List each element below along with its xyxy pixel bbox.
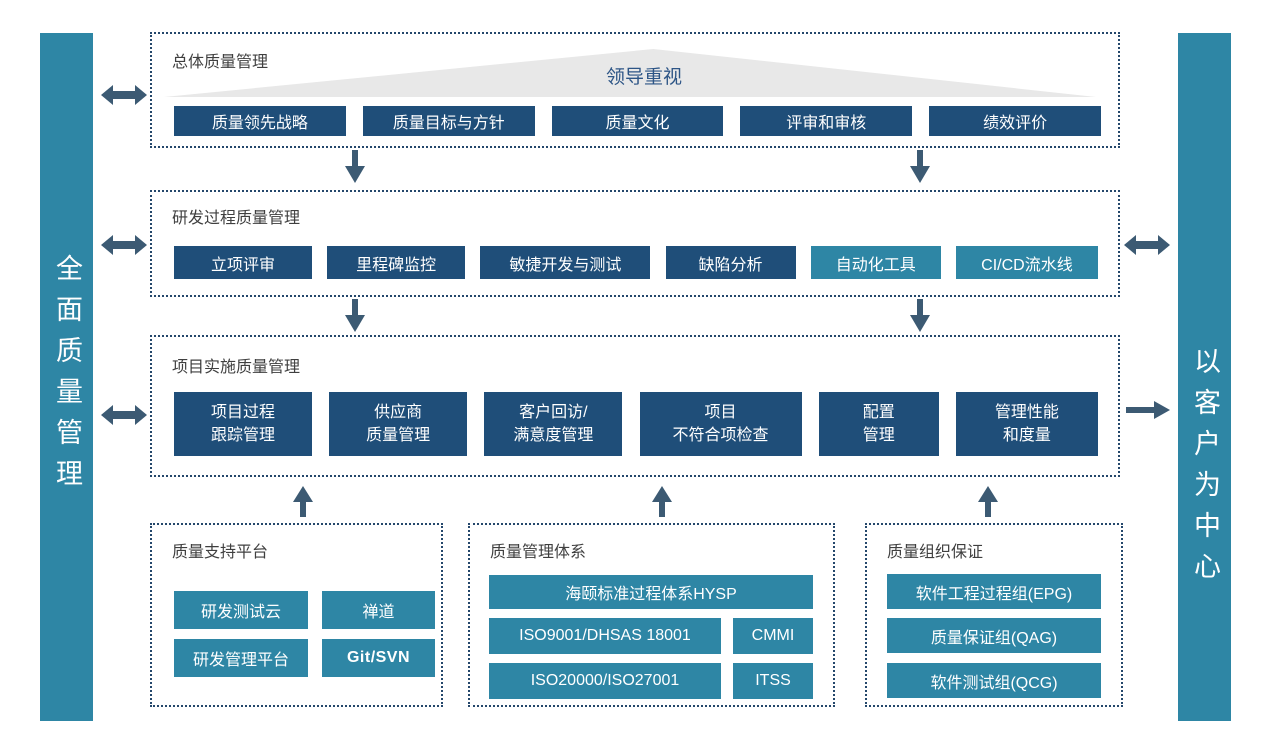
project-item-line: 不符合项检查 [672, 427, 769, 444]
project-item-line: 项目 [704, 404, 737, 421]
rnd-item: 里程碑监控 [327, 246, 466, 279]
project-item-line: 配置 [862, 404, 895, 421]
platform-item: 研发管理平台 [174, 639, 308, 677]
project-item: 配置 管理 [818, 392, 939, 456]
project-item-line: 质量管理 [366, 427, 431, 444]
customer-centric-bar: 以客户为中心 [1178, 33, 1231, 721]
section-title: 研发过程质量管理 [172, 210, 301, 227]
project-item-line: 跟踪管理 [210, 427, 275, 444]
leadership-banner-label: 领导重视 [605, 67, 682, 88]
organization-item: 软件工程过程组(EPG) [887, 574, 1101, 609]
overall-item: 评审和审核 [740, 106, 913, 136]
section-title: 质量组织保证 [887, 544, 984, 561]
section-title: 总体质量管理 [172, 54, 269, 71]
quality-system-section: 质量管理体系 海颐标准过程体系HYSP ISO9001/DHSAS 18001 … [468, 523, 835, 707]
platform-item: 禅道 [322, 591, 435, 629]
project-item: 供应商 质量管理 [329, 392, 468, 456]
rnd-item: 敏捷开发与测试 [480, 246, 651, 279]
project-item-line: 客户回访/ [519, 404, 588, 421]
left-right-arrow-icon [101, 404, 147, 426]
overall-item: 质量目标与方针 [362, 106, 535, 136]
down-arrow-icon [344, 150, 366, 184]
down-arrow-icon [909, 299, 931, 333]
project-item: 项目 不符合项检查 [639, 392, 802, 456]
left-right-arrow-icon [1124, 234, 1170, 256]
quality-organization-section: 质量组织保证 软件工程过程组(EPG) 质量保证组(QAG) 软件测试组(QCG… [865, 523, 1123, 707]
rnd-item: 立项评审 [174, 246, 312, 279]
left-right-arrow-icon [101, 234, 147, 256]
project-item: 管理性能 和度量 [955, 392, 1098, 456]
system-item: 海颐标准过程体系HYSP [489, 575, 813, 609]
rnd-process-section: 研发过程质量管理 立项评审 里程碑监控 敏捷开发与测试 缺陷分析 自动化工具 C… [150, 190, 1120, 297]
project-item-line: 管理性能 [994, 404, 1059, 421]
customer-centric-bar-label: 以客户为中心 [1190, 347, 1220, 593]
overall-item: 质量领先战略 [174, 106, 346, 136]
system-item: CMMI [733, 618, 813, 654]
system-item: ISO9001/DHSAS 18001 [489, 618, 721, 654]
section-title: 质量管理体系 [490, 544, 587, 561]
project-implementation-section: 项目实施质量管理 项目过程 跟踪管理 供应商 质量管理 客户回访/ 满意度管理 … [150, 335, 1120, 477]
up-arrow-icon [651, 486, 673, 518]
rnd-item: 自动化工具 [810, 246, 941, 279]
project-item-line: 和度量 [1002, 427, 1051, 444]
project-item-line: 管理 [862, 427, 895, 444]
platform-item: Git/SVN [322, 639, 435, 677]
quality-platform-section: 质量支持平台 研发测试云 禅道 研发管理平台 Git/SVN [150, 523, 443, 707]
project-item: 项目过程 跟踪管理 [174, 392, 312, 456]
project-item-line: 供应商 [374, 404, 423, 421]
organization-item: 软件测试组(QCG) [887, 663, 1101, 698]
total-quality-bar: 全面质量管理 [40, 33, 93, 721]
platform-item: 研发测试云 [174, 591, 308, 629]
up-arrow-icon [977, 486, 999, 518]
overall-item: 绩效评价 [929, 106, 1101, 136]
organization-item: 质量保证组(QAG) [887, 618, 1101, 653]
project-item: 客户回访/ 满意度管理 [484, 392, 623, 456]
overall-quality-section: 总体质量管理 领导重视 质量领先战略 质量目标与方针 质量文化 评审和审核 绩效… [150, 32, 1120, 148]
system-item: ISO20000/ISO27001 [489, 663, 721, 699]
down-arrow-icon [909, 150, 931, 184]
down-arrow-icon [344, 299, 366, 333]
left-right-arrow-icon [101, 84, 147, 106]
rnd-item: 缺陷分析 [665, 246, 796, 279]
right-arrow-icon [1126, 400, 1170, 420]
system-item: ITSS [733, 663, 813, 699]
up-arrow-icon [292, 486, 314, 518]
section-title: 质量支持平台 [172, 544, 269, 561]
total-quality-bar-label: 全面质量管理 [52, 254, 82, 500]
overall-item: 质量文化 [551, 106, 724, 136]
project-item-line: 项目过程 [210, 404, 275, 421]
section-title: 项目实施质量管理 [172, 359, 301, 376]
rnd-item: CI/CD流水线 [955, 246, 1098, 279]
project-item-line: 满意度管理 [513, 427, 594, 444]
